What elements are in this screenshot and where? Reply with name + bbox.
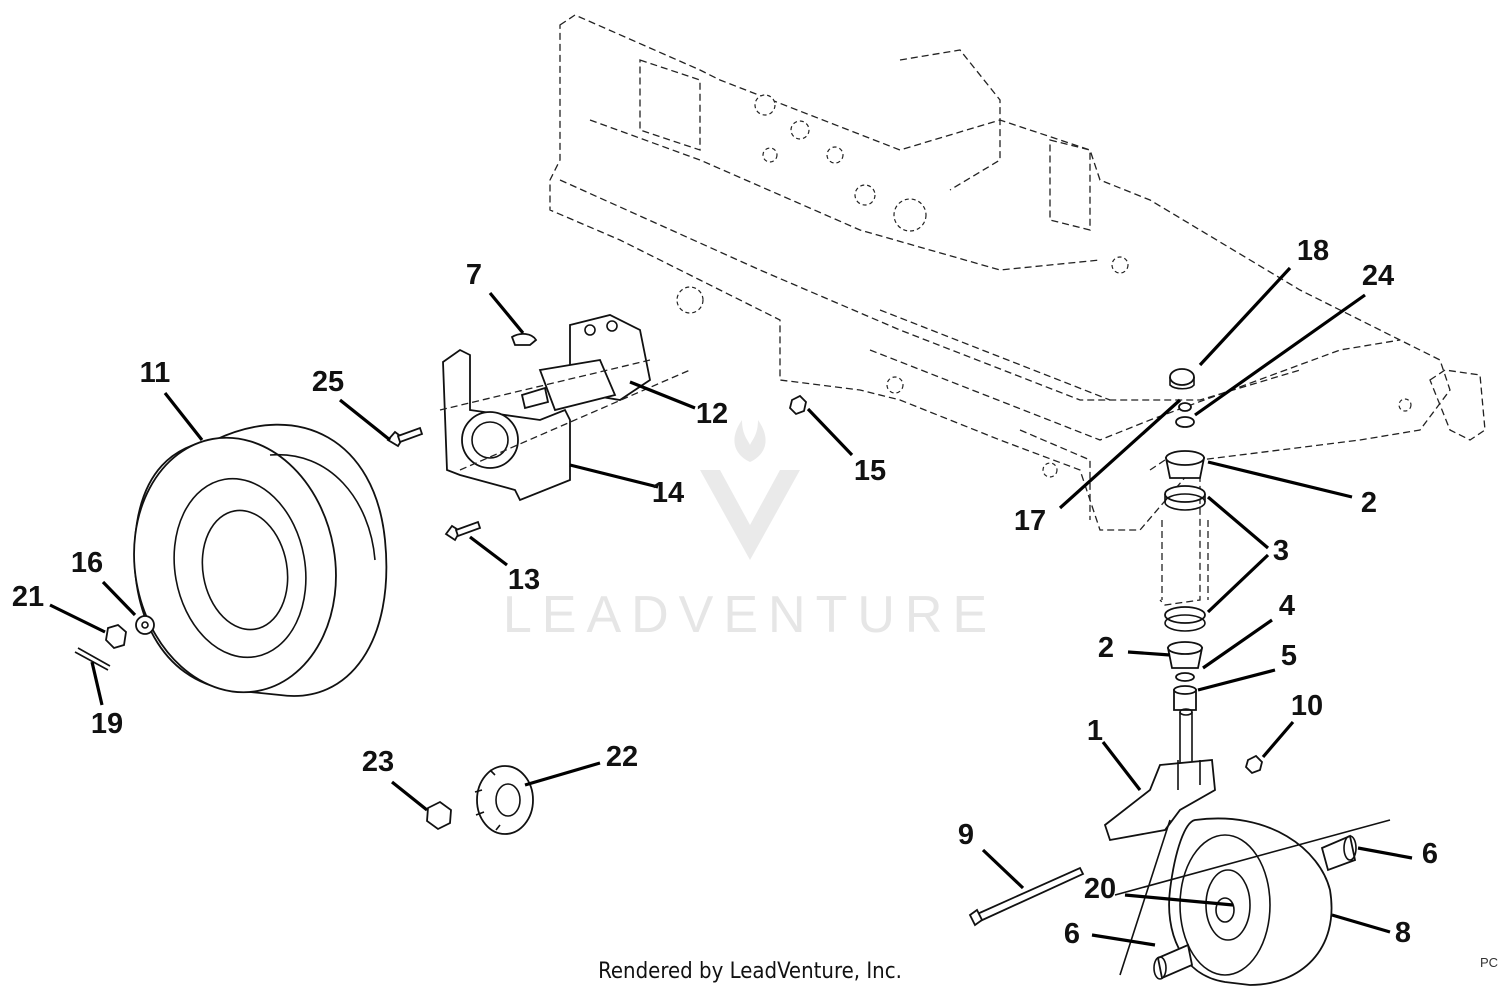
leader-22 <box>524 761 601 787</box>
leader-2-upper <box>1207 460 1353 499</box>
leader-1 <box>1101 741 1142 791</box>
callout-6-upper: 6 <box>1422 838 1438 870</box>
leader-23 <box>391 780 428 812</box>
leader-17 <box>1058 398 1182 510</box>
callout-2-upper: 2 <box>1361 487 1377 519</box>
callouts: 1 2 2 3 4 5 6 6 7 8 9 10 11 12 13 14 15 … <box>12 235 1438 950</box>
leader-10 <box>1261 720 1295 759</box>
callout-10: 10 <box>1291 690 1323 722</box>
spacer-6-lower <box>1156 943 1194 980</box>
leader-6-lower <box>1091 933 1156 947</box>
motor-bracket-and-hydraulic-motor <box>439 314 691 502</box>
callout-14: 14 <box>652 477 684 509</box>
callout-1: 1 <box>1087 715 1103 747</box>
caster-fork-part <box>1103 759 1216 842</box>
dust-cap-part <box>1169 368 1195 386</box>
nut-23 <box>426 800 452 831</box>
watermark-text: LEADVENTURE <box>503 586 997 644</box>
callout-15: 15 <box>854 455 886 487</box>
leader-9 <box>981 848 1025 890</box>
leader-14 <box>569 463 659 489</box>
axle-bolt-part <box>973 866 1085 924</box>
callout-6-lower: 6 <box>1064 918 1080 950</box>
leader-15 <box>806 407 854 457</box>
cotter-pin-part <box>74 647 111 671</box>
watermark-logo-icon <box>700 420 800 560</box>
leader-5 <box>1197 668 1276 692</box>
leader-13 <box>469 535 508 567</box>
callout-9: 9 <box>958 819 974 851</box>
leader-25 <box>339 398 391 442</box>
washer-part <box>135 615 155 635</box>
callout-12: 12 <box>696 398 728 430</box>
callout-17: 17 <box>1014 505 1046 537</box>
leader-18 <box>1198 266 1292 367</box>
callout-22: 22 <box>606 741 638 773</box>
callout-18: 18 <box>1297 235 1329 267</box>
spacer-6-upper <box>1320 834 1357 872</box>
callout-24: 24 <box>1362 260 1394 292</box>
watermark: LEADVENTURE <box>503 420 997 644</box>
leader-8 <box>1331 913 1391 934</box>
leader-6-upper <box>1357 846 1413 860</box>
callout-13: 13 <box>508 564 540 596</box>
castle-nut-part <box>105 623 127 650</box>
callout-11: 11 <box>140 357 171 389</box>
leader-21 <box>49 603 106 634</box>
callout-5: 5 <box>1281 640 1297 672</box>
callout-20: 20 <box>1084 873 1116 905</box>
caster-assembly <box>968 368 1391 986</box>
callout-7: 7 <box>466 259 482 291</box>
leader-7 <box>488 291 525 335</box>
leader-3-b <box>1206 553 1270 614</box>
leader-3-a <box>1206 495 1270 550</box>
callout-25: 25 <box>312 366 344 398</box>
mower-frame <box>549 14 1486 606</box>
leader-2-lower <box>1127 650 1171 657</box>
callout-23: 23 <box>362 746 394 778</box>
axle-hardware <box>74 615 155 671</box>
wheel-hub <box>474 765 534 835</box>
leader-19 <box>90 661 104 706</box>
callout-8: 8 <box>1395 917 1411 949</box>
leader-24 <box>1194 293 1366 417</box>
leader-11 <box>163 392 204 441</box>
drive-tire-left <box>133 423 388 697</box>
callout-21: 21 <box>12 581 44 613</box>
bolt-25 <box>386 426 424 448</box>
rendered-by-footer: Rendered by LeadVenture, Inc. <box>598 959 902 984</box>
bolt-13 <box>444 520 482 542</box>
callout-4: 4 <box>1279 590 1295 622</box>
key-part <box>510 333 538 346</box>
leader-lines <box>49 266 1413 947</box>
leader-12 <box>629 380 696 410</box>
corner-code: PC <box>1480 955 1498 970</box>
nut-15 <box>789 394 807 416</box>
leader-16 <box>101 580 137 617</box>
nut-10 <box>1244 754 1263 775</box>
callout-2-lower: 2 <box>1098 632 1114 664</box>
callout-3: 3 <box>1273 535 1289 567</box>
callout-19: 19 <box>91 708 123 740</box>
leader-4 <box>1202 618 1273 670</box>
callout-16: 16 <box>71 547 103 579</box>
leader-20 <box>1124 893 1234 907</box>
